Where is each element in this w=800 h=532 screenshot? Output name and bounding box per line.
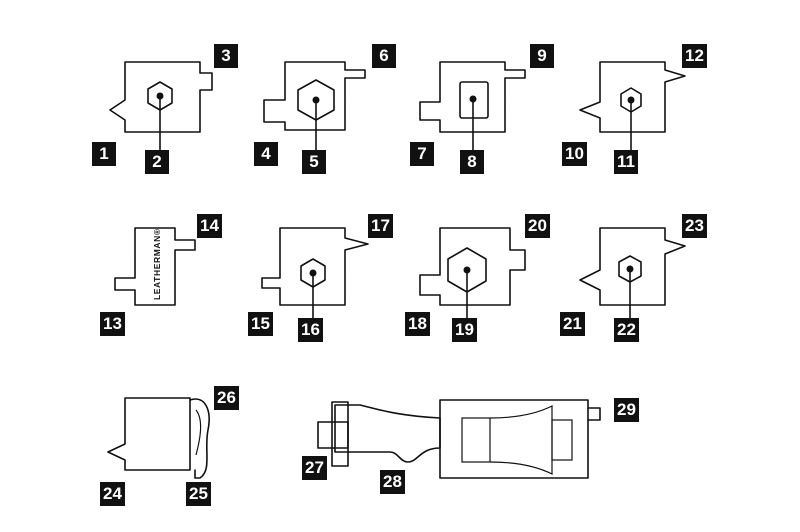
callout-label-23: 23 — [682, 214, 707, 238]
callout-label-12: 12 — [682, 44, 707, 68]
callout-label-18: 18 — [405, 312, 430, 336]
part-bit-f — [261, 227, 369, 318]
part-bit-d — [579, 61, 686, 150]
part-bit-c — [419, 61, 526, 150]
part-bit-g — [419, 227, 526, 318]
part-bit-i — [107, 397, 210, 479]
callout-label-16: 16 — [298, 318, 323, 342]
callout-label-17: 17 — [368, 214, 393, 238]
part-bit-b — [263, 61, 366, 150]
callout-label-22: 22 — [614, 318, 639, 342]
part-bit-e: LEATHERMAN® — [114, 227, 196, 306]
callout-label-21: 21 — [560, 312, 585, 336]
callout-label-7: 7 — [410, 142, 434, 166]
callout-label-20: 20 — [525, 214, 550, 238]
part-bit-a — [109, 61, 213, 150]
callout-label-10: 10 — [562, 142, 587, 166]
callout-label-24: 24 — [100, 482, 125, 506]
part-long-tool — [317, 399, 601, 479]
callout-label-13: 13 — [100, 312, 125, 336]
callout-label-2: 2 — [145, 150, 169, 174]
callout-label-1: 1 — [92, 142, 116, 166]
brand-text: LEATHERMAN® — [152, 228, 162, 300]
callout-label-19: 19 — [452, 318, 477, 342]
callout-label-14: 14 — [197, 214, 222, 238]
callout-label-29: 29 — [614, 398, 639, 422]
callout-label-15: 15 — [248, 312, 273, 336]
callout-label-25: 25 — [186, 482, 211, 506]
callout-label-6: 6 — [372, 44, 396, 68]
callout-label-4: 4 — [254, 142, 278, 166]
callout-label-8: 8 — [460, 150, 484, 174]
callout-label-11: 11 — [614, 150, 638, 174]
callout-label-5: 5 — [302, 150, 326, 174]
callout-label-3: 3 — [214, 44, 238, 68]
callout-label-28: 28 — [380, 470, 405, 494]
part-bit-h — [579, 227, 686, 318]
callout-label-9: 9 — [530, 44, 554, 68]
callout-label-27: 27 — [302, 456, 327, 480]
callout-label-26: 26 — [214, 386, 239, 410]
